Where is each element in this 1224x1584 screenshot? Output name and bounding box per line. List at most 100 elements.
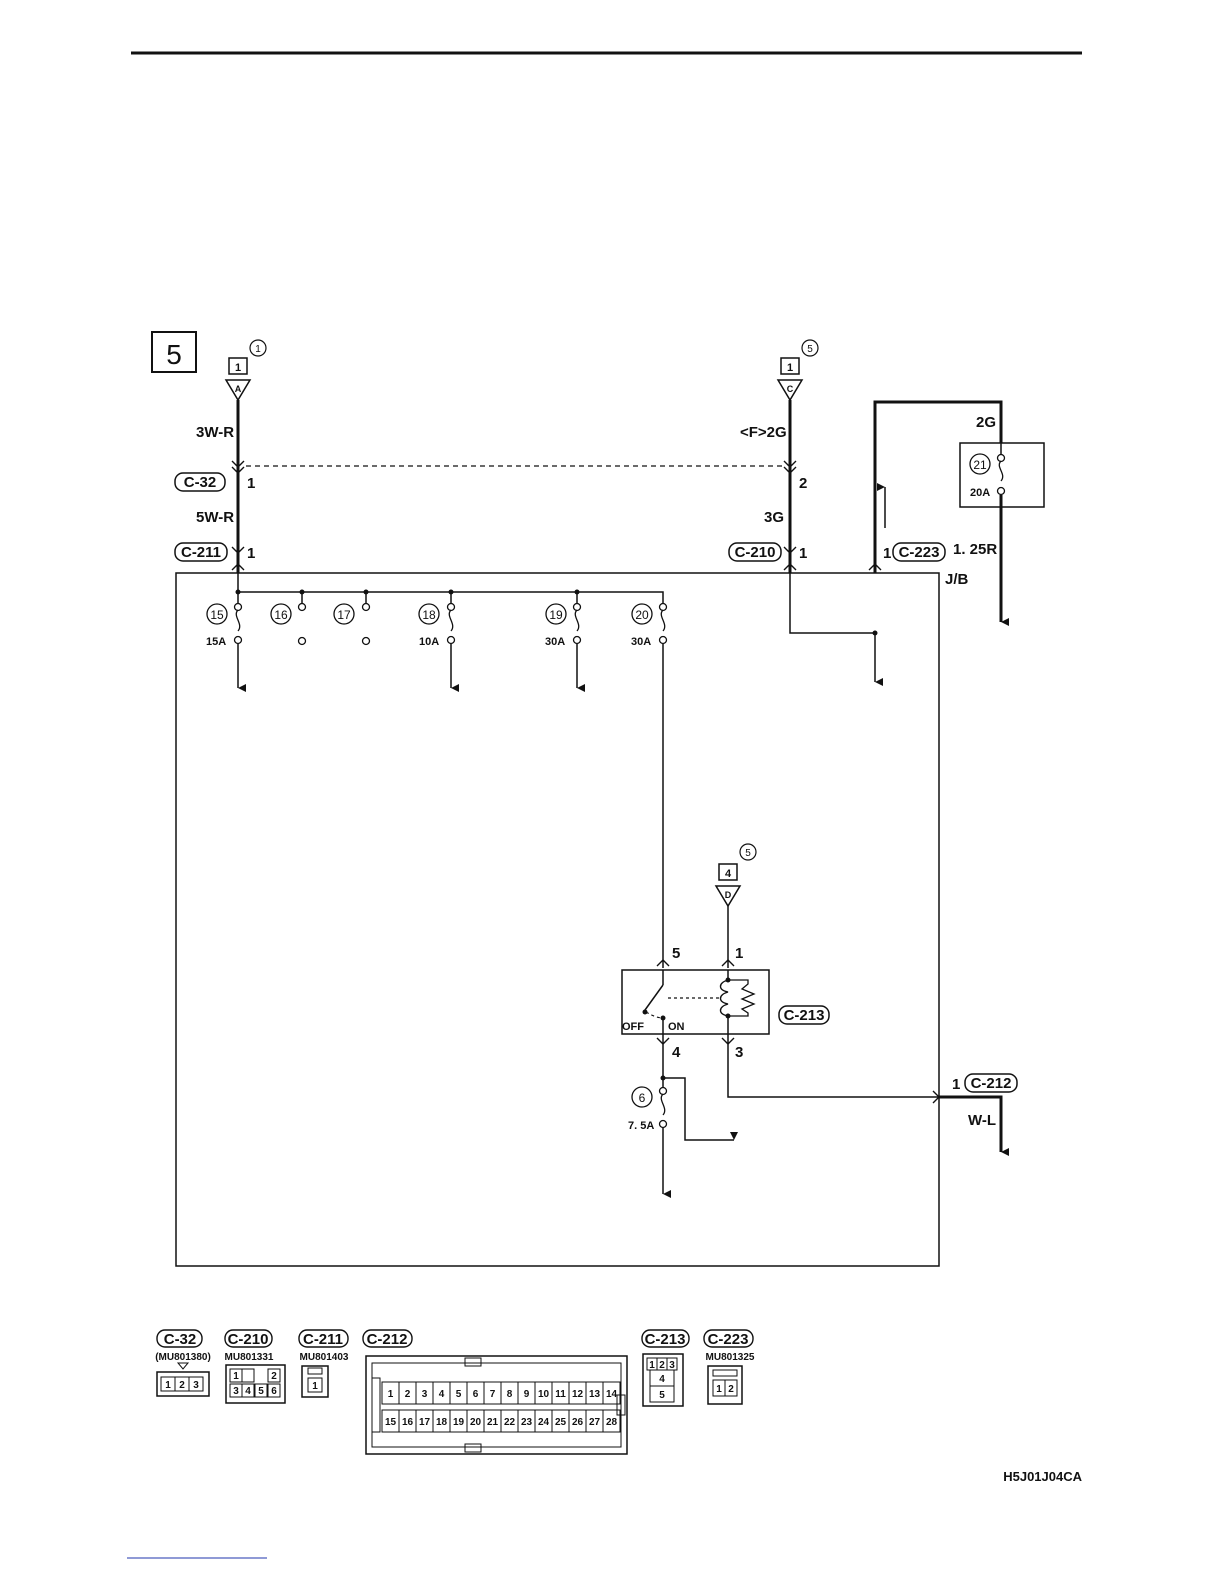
svg-text:4: 4 bbox=[725, 868, 732, 880]
svg-text:C-212: C-212 bbox=[971, 1075, 1012, 1092]
legend-c-211: C-211 MU801403 1 bbox=[298, 1329, 349, 1398]
c212-pin-label: 22 bbox=[504, 1417, 516, 1428]
svg-text:2: 2 bbox=[799, 475, 807, 492]
svg-text:20A: 20A bbox=[970, 487, 990, 499]
junction-block-outline bbox=[175, 572, 940, 1267]
svg-text:1: 1 bbox=[883, 545, 891, 562]
svg-text:2: 2 bbox=[271, 1371, 277, 1382]
wire-label-f-2g: <F>2G bbox=[740, 424, 787, 441]
svg-text:1: 1 bbox=[799, 545, 807, 562]
svg-text:1: 1 bbox=[952, 1076, 960, 1093]
svg-text:21: 21 bbox=[973, 458, 987, 472]
c212-pin-label: 3 bbox=[422, 1389, 428, 1400]
svg-text:30A: 30A bbox=[545, 636, 565, 648]
fuse-15: 15 15A bbox=[206, 602, 243, 648]
page-number: 5 bbox=[166, 339, 182, 370]
svg-text:7. 5A: 7. 5A bbox=[628, 1120, 654, 1132]
svg-text:C-210: C-210 bbox=[735, 544, 776, 561]
svg-text:4: 4 bbox=[672, 1044, 681, 1061]
c212-pin-label: 9 bbox=[524, 1389, 530, 1400]
fuse-6: 6 7. 5A bbox=[628, 1086, 668, 1132]
connector-c-211-tag: C-211 bbox=[174, 542, 228, 562]
wire-label-5w-r: 5W-R bbox=[196, 509, 234, 526]
c212-pin-label: 28 bbox=[606, 1417, 618, 1428]
c212-pin-label: 11 bbox=[555, 1389, 566, 1400]
c212-pin-label: 19 bbox=[453, 1417, 465, 1428]
connector-c-213-tag: C-213 bbox=[778, 1005, 830, 1025]
svg-text:15A: 15A bbox=[206, 636, 226, 648]
svg-text:4: 4 bbox=[659, 1374, 665, 1385]
wire-label-3w-r: 3W-R bbox=[196, 424, 234, 441]
svg-text:1: 1 bbox=[235, 362, 241, 374]
svg-text:3: 3 bbox=[233, 1386, 239, 1397]
legend-c-223: C-223 MU801325 1 2 bbox=[703, 1329, 755, 1405]
svg-text:C-213: C-213 bbox=[645, 1331, 686, 1348]
svg-text:(MU801380): (MU801380) bbox=[155, 1352, 211, 1363]
svg-text:3: 3 bbox=[735, 1044, 743, 1061]
svg-text:1: 1 bbox=[735, 945, 743, 962]
connector-c-210-tag: C-210 bbox=[728, 542, 782, 562]
svg-text:A: A bbox=[235, 384, 242, 394]
svg-text:6: 6 bbox=[271, 1386, 277, 1397]
source-d-marker: 4 D 5 bbox=[714, 843, 757, 908]
svg-text:C-212: C-212 bbox=[367, 1331, 408, 1348]
svg-text:10A: 10A bbox=[419, 636, 439, 648]
c212-pin-label: 16 bbox=[402, 1417, 414, 1428]
svg-text:D: D bbox=[725, 890, 732, 900]
svg-text:2: 2 bbox=[659, 1360, 665, 1371]
page-number-box: 5 bbox=[151, 331, 197, 373]
svg-text:C-210: C-210 bbox=[228, 1331, 269, 1348]
relay-off-label: OFF bbox=[622, 1021, 644, 1033]
source-c-marker: 1 C 5 bbox=[776, 339, 819, 402]
fuse-20: 20 30A bbox=[631, 602, 668, 648]
svg-text:4: 4 bbox=[245, 1386, 251, 1397]
c212-pin-cell bbox=[602, 1381, 621, 1405]
c212-pin-label: 15 bbox=[385, 1417, 397, 1428]
svg-text:C-223: C-223 bbox=[708, 1331, 749, 1348]
svg-text:2: 2 bbox=[179, 1380, 185, 1391]
fuse-17-empty: 17 bbox=[333, 589, 371, 646]
c212-pin-label: 13 bbox=[589, 1389, 601, 1400]
connector-c-212-tag: C-212 bbox=[964, 1073, 1018, 1093]
svg-text:3: 3 bbox=[193, 1380, 199, 1391]
c212-pin-label: 4 bbox=[439, 1389, 445, 1400]
c212-pin-label: 1 bbox=[388, 1389, 394, 1400]
c212-pin-label: 18 bbox=[436, 1417, 448, 1428]
svg-text:C-211: C-211 bbox=[181, 544, 221, 561]
c212-pin-label: 5 bbox=[456, 1389, 462, 1400]
svg-text:17: 17 bbox=[337, 608, 351, 622]
svg-text:18: 18 bbox=[422, 608, 436, 622]
c212-pin-label: 20 bbox=[470, 1417, 482, 1428]
c212-pin-label: 10 bbox=[538, 1389, 550, 1400]
fuse-18: 18 10A bbox=[418, 589, 456, 648]
svg-text:1: 1 bbox=[165, 1380, 171, 1391]
svg-text:1: 1 bbox=[716, 1384, 722, 1395]
wire-label-w-l: W-L bbox=[968, 1112, 996, 1129]
fuse-19: 19 30A bbox=[545, 589, 582, 648]
svg-text:C-32: C-32 bbox=[184, 474, 217, 491]
svg-text:C-211: C-211 bbox=[303, 1331, 343, 1348]
svg-text:2: 2 bbox=[728, 1384, 734, 1395]
svg-text:16: 16 bbox=[274, 608, 288, 622]
svg-text:MU801403: MU801403 bbox=[300, 1352, 349, 1363]
svg-text:MU801325: MU801325 bbox=[706, 1352, 755, 1363]
svg-text:5: 5 bbox=[672, 945, 680, 962]
svg-text:3: 3 bbox=[669, 1360, 675, 1371]
svg-text:1: 1 bbox=[649, 1360, 655, 1371]
c212-pin-label: 12 bbox=[572, 1389, 584, 1400]
c212-pin-label: 25 bbox=[555, 1417, 567, 1428]
relay-c-213-box bbox=[621, 969, 770, 1035]
junction-block-label: J/B bbox=[945, 571, 969, 588]
svg-text:1: 1 bbox=[247, 545, 255, 562]
svg-text:C-223: C-223 bbox=[899, 544, 940, 561]
svg-text:5: 5 bbox=[807, 344, 813, 355]
fuse-21: 21 20A bbox=[969, 453, 1006, 499]
c212-pin-label: 17 bbox=[419, 1417, 431, 1428]
svg-text:C: C bbox=[787, 384, 794, 394]
c212-pin-label: 21 bbox=[487, 1417, 499, 1428]
c212-pin-label: 8 bbox=[507, 1389, 513, 1400]
svg-text:1: 1 bbox=[255, 344, 261, 355]
svg-text:MU801331: MU801331 bbox=[225, 1352, 274, 1363]
svg-text:5: 5 bbox=[659, 1390, 665, 1401]
